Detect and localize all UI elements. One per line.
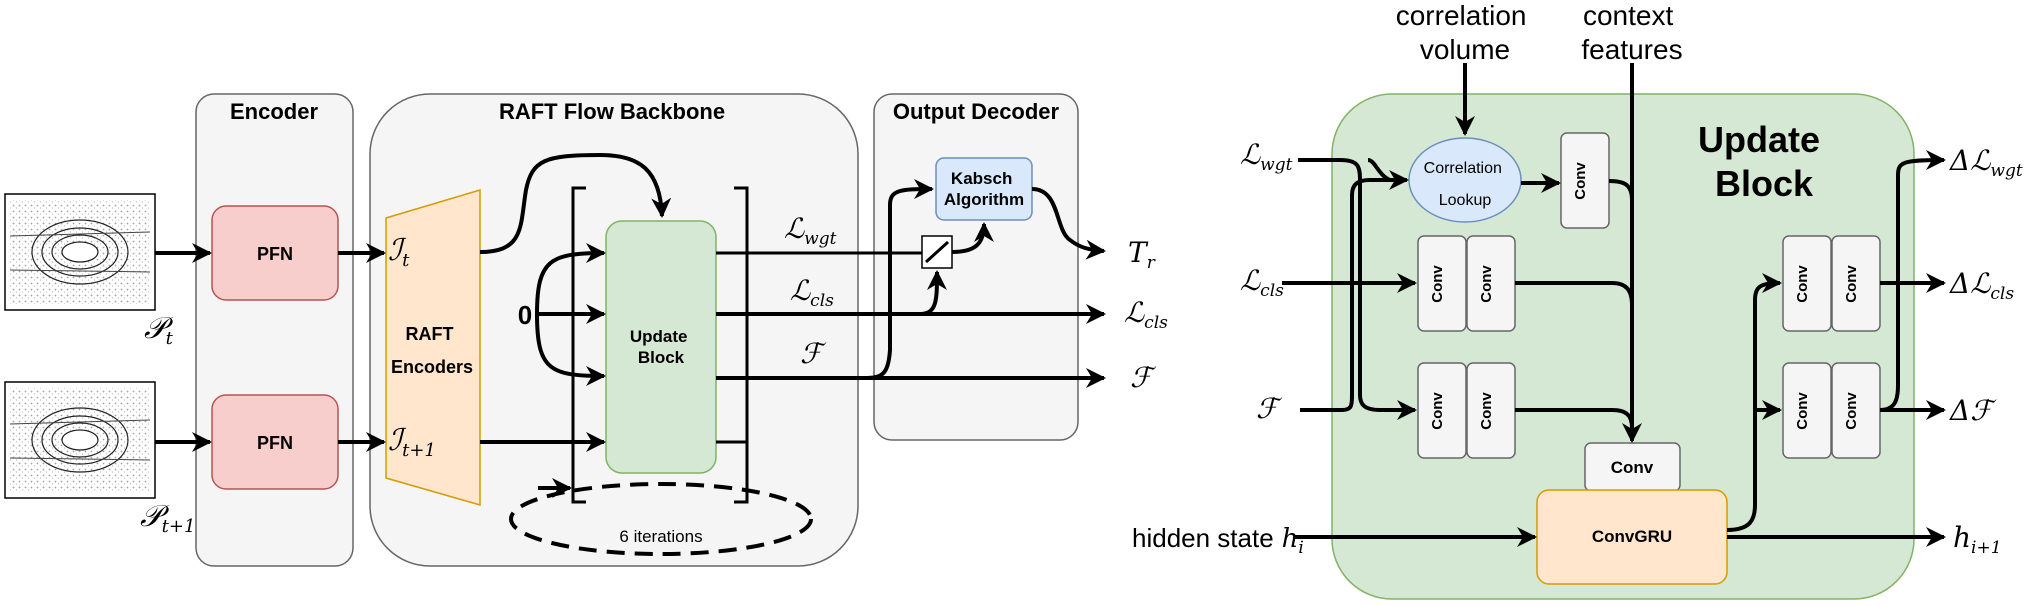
arrow-zero-to-f: [535, 313, 606, 386]
zero-init: 0: [518, 300, 532, 330]
correlation-lookup-node: [1408, 137, 1522, 223]
raft-encoders-label: RAFT Encoders: [391, 324, 473, 377]
correlation-volume-label: correlation volume: [1396, 0, 1535, 65]
conv-out-lwgt-b-label: Conv: [1843, 265, 1860, 303]
update-block-title: Update Block: [1698, 119, 1830, 204]
label-l-wgt: ℒwgt: [784, 212, 837, 249]
conv-f-b-label: Conv: [1478, 392, 1495, 430]
switch-glyph: [924, 240, 950, 264]
out-label-h: hi+1: [1953, 521, 2002, 558]
update-block-label: Update Block: [630, 327, 692, 367]
out-label-lcls: ℒcls: [1124, 296, 1168, 333]
wire-lcls-merge: [1515, 281, 1634, 306]
context-features-label: context features: [1581, 0, 1682, 65]
encoder-title: Encoder: [230, 99, 318, 124]
out-label-df: Δℱ: [1949, 394, 1997, 427]
conv-out-f-a-label: Conv: [1794, 392, 1811, 430]
wire-f-merge: [1515, 408, 1634, 429]
out-label-tr: Tr: [1128, 236, 1156, 273]
wire-lwgt-in: [1298, 158, 1417, 420]
point-cloud-t1-image: [4, 381, 156, 499]
conv-out-lwgt-a: [1782, 235, 1832, 332]
label-p-t: 𝒫t: [144, 311, 174, 349]
arrow-it-to-update: [479, 152, 672, 254]
update-block-box: [605, 220, 717, 474]
conv-lcls-a: [1417, 235, 1467, 332]
out-label-dlwgt: Δℒwgt: [1949, 144, 2023, 181]
wire-gru-to-out-convs: [1726, 273, 1782, 532]
label-p-t1: 𝒫t+1: [140, 499, 195, 537]
pfn-bottom-label: PFN: [257, 433, 293, 453]
conv-lcls-b-label: Conv: [1478, 265, 1495, 303]
in-label-lwgt: ℒwgt: [1240, 138, 1293, 175]
out-label-f: ℱ: [1130, 361, 1157, 394]
raft-backbone-title: RAFT Flow Backbone: [499, 99, 725, 124]
encoder-panel: [195, 93, 354, 567]
point-cloud-t-image: [4, 193, 156, 311]
arrow-zero-to-lwgt: [535, 243, 606, 315]
conv-out-f-b-label: Conv: [1843, 392, 1860, 430]
arrow-lcls-to-switch: [919, 270, 947, 316]
conv-lcls-a-label: Conv: [1429, 265, 1446, 303]
raft-encoders-box: [385, 188, 481, 506]
out-label-dlcls: Δℒcls: [1949, 267, 2014, 304]
kabsch-box: [935, 157, 1033, 221]
kabsch-label: Kabsch Algorithm: [944, 169, 1024, 209]
arrow-out-dlwgt: [1879, 150, 1946, 412]
conv-out-lwgt-a-label: Conv: [1794, 265, 1811, 303]
in-label-f: ℱ: [1256, 392, 1283, 425]
correlation-lookup-label: Correlation Lookup: [1424, 160, 1507, 209]
iteration-loop: [509, 482, 813, 556]
wire-conv-lookup-merge: [1608, 179, 1634, 201]
in-label-lcls: ℒcls: [1240, 264, 1284, 301]
arrow-kabsch-to-tr: [1031, 187, 1106, 260]
output-decoder-panel: [873, 93, 1079, 441]
pfn-top-label: PFN: [257, 244, 293, 264]
iterations-label: 6 iterations: [619, 527, 702, 546]
conv-pre-gru-label: Conv: [1611, 458, 1654, 477]
conv-out-f-a: [1782, 362, 1832, 459]
conv-f-a: [1417, 362, 1467, 459]
wire-f-branch: [1367, 158, 1407, 182]
label-l-cls: ℒcls: [790, 274, 834, 311]
wire-f-in: [1300, 170, 1409, 412]
iteration-bracket-right: [734, 186, 749, 504]
arrow-f-to-kabsch: [859, 179, 934, 380]
output-decoder-title: Output Decoder: [893, 99, 1060, 124]
convgru-label: ConvGRU: [1592, 527, 1672, 546]
conv-lookup-label: Conv: [1572, 162, 1589, 200]
iteration-bracket-left: [571, 186, 586, 504]
arrow-switch-to-kabsch: [951, 222, 994, 254]
conv-f-a-label: Conv: [1429, 392, 1446, 430]
